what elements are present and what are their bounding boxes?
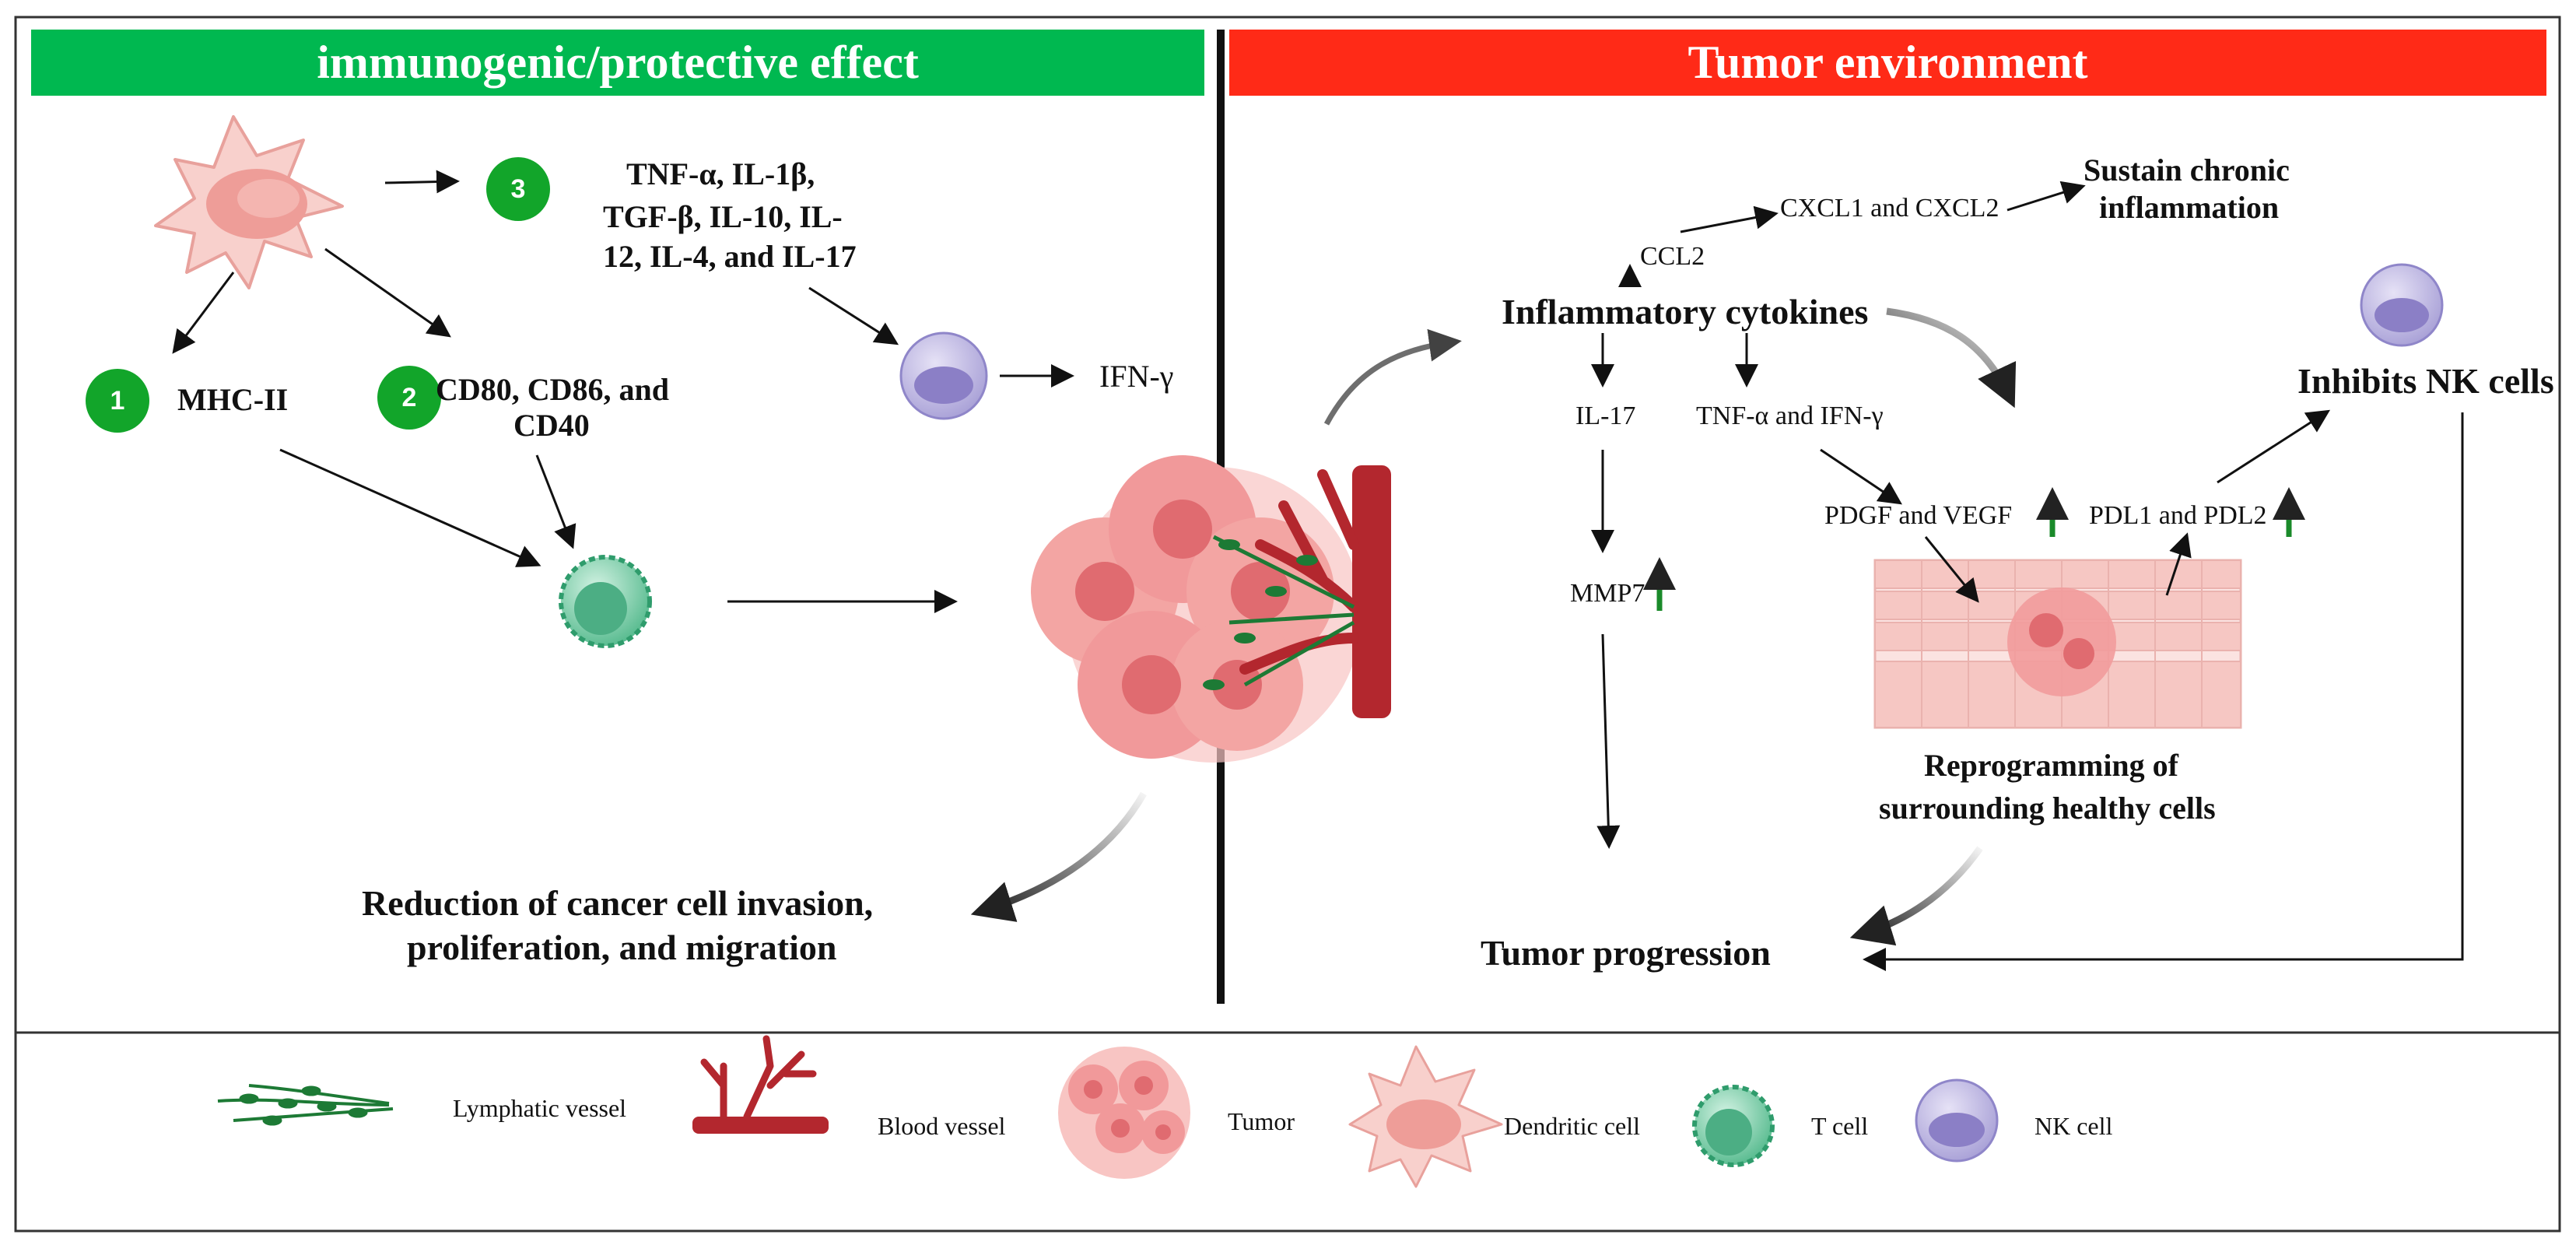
ccl2-label: CCL2 <box>1640 242 1705 271</box>
badge-1: 1 <box>86 369 149 433</box>
reprogramming-line-2: surrounding healthy cells <box>1879 791 2216 826</box>
left-arrows <box>172 170 1074 613</box>
nk-cell-icon <box>2360 263 2444 347</box>
curved-arrow-to-epithelium <box>1886 307 2017 409</box>
badge-3: 3 <box>486 157 550 221</box>
inhibits-nk-label: Inhibits NK cells <box>2297 361 2554 401</box>
epithelium-icon <box>1873 559 2242 729</box>
cytokines-line-2: TGF-β, IL-10, IL- <box>603 199 843 234</box>
legend-t-cell-icon <box>1692 1085 1775 1167</box>
il17-label: IL-17 <box>1575 402 1636 430</box>
legend-blood-vessel-icon <box>692 1035 829 1134</box>
reduction-line-1: Reduction of cancer cell invasion, <box>362 883 874 923</box>
mmp7-label: MMP7 <box>1570 579 1645 608</box>
costim-line-2: CD40 <box>513 408 590 443</box>
tnf-ifn-label: TNF-α and IFN-γ <box>1696 402 1884 430</box>
t-cell-icon <box>559 555 652 648</box>
cytokines-line-3: 12, IL-4, and IL-17 <box>603 239 857 274</box>
right-panel-header: Tumor environment <box>1229 30 2546 96</box>
legend-tumor-icon <box>1058 1047 1190 1179</box>
legend-tumor-label: Tumor <box>1228 1107 1295 1135</box>
blood-vessel-icon <box>1239 465 1391 718</box>
right-arrows <box>1591 181 2464 971</box>
legend-nk-cell-icon <box>1915 1078 1999 1163</box>
cxcl-label: CXCL1 and CXCL2 <box>1780 194 1999 223</box>
legend-dendritic-cell-icon <box>1348 1045 1503 1188</box>
pdl-label: PDL1 and PDL2 <box>2089 501 2267 530</box>
outer-frame <box>14 16 2561 1233</box>
sustain-line-1: Sustain chronic <box>2084 153 2290 188</box>
curved-arrow-reduction <box>970 791 1147 922</box>
inflammatory-cytokines-label: Inflammatory cytokines <box>1502 292 1869 331</box>
up-arrow-icon <box>1643 487 2305 611</box>
lymphatic-vessel-icon <box>1203 535 1355 690</box>
pdgf-vegf-label: PDGF and VEGF <box>1824 501 2013 530</box>
legend-nk-label: NK cell <box>2035 1112 2113 1140</box>
curved-arrow-to-inflammatory <box>1323 328 1462 426</box>
reprogramming-line-1: Reprogramming of <box>1924 748 2178 783</box>
mhc-label: MHC-II <box>177 382 289 417</box>
left-panel-header: immunogenic/protective effect <box>31 30 1204 96</box>
tumor-icon <box>1031 455 1362 763</box>
curved-arrow-to-progression <box>1849 846 1983 946</box>
tumor-progression-label: Tumor progression <box>1481 933 1771 973</box>
dendritic-cell-icon <box>154 115 344 289</box>
badge-2: 2 <box>377 366 441 430</box>
legend-tcell-label: T cell <box>1811 1112 1869 1140</box>
ifn-gamma-label: IFN-γ <box>1099 359 1174 394</box>
cytokines-line-1: TNF-α, IL-1β, <box>626 156 815 191</box>
sustain-line-2: inflammation <box>2099 190 2280 225</box>
legend-lymphatic-icon <box>217 1084 394 1126</box>
reduction-line-2: proliferation, and migration <box>407 928 837 967</box>
costim-line-1: CD80, CD86, and <box>436 372 670 407</box>
legend-lymphatic-label: Lymphatic vessel <box>453 1094 627 1122</box>
legend-dendritic-label: Dendritic cell <box>1504 1112 1641 1140</box>
nk-cell-icon <box>899 331 988 420</box>
legend-blood-vessel-label: Blood vessel <box>878 1112 1006 1140</box>
